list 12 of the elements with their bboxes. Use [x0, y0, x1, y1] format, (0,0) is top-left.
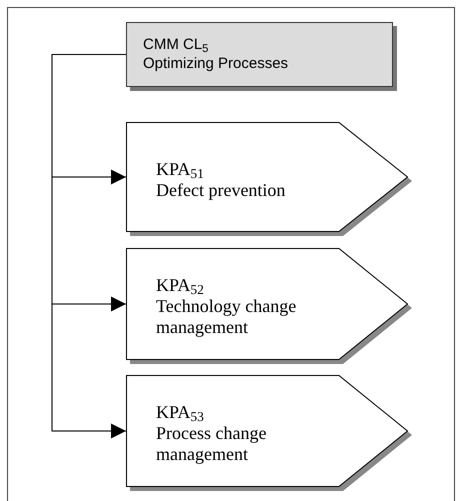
- kpa-title: Technology change management: [156, 296, 298, 338]
- kpa-title: Defect prevention: [156, 180, 286, 200]
- kpa-code: KPA$_{53}$: [156, 402, 204, 423]
- kpa-title: Process change management: [156, 423, 268, 465]
- kpa-code: KPA$_{51}$: [156, 158, 204, 180]
- pentagon-shape: [126, 122, 413, 237]
- pentagon-shape: [126, 248, 413, 365]
- box-title: Optimizing Processes: [143, 54, 288, 73]
- connector-arrow: [52, 54, 126, 438]
- pentagon-shape: [126, 375, 413, 492]
- box-heading: CMM CL$_{5}$: [143, 35, 208, 54]
- kpa-code: KPA$_{52}$: [156, 275, 204, 296]
